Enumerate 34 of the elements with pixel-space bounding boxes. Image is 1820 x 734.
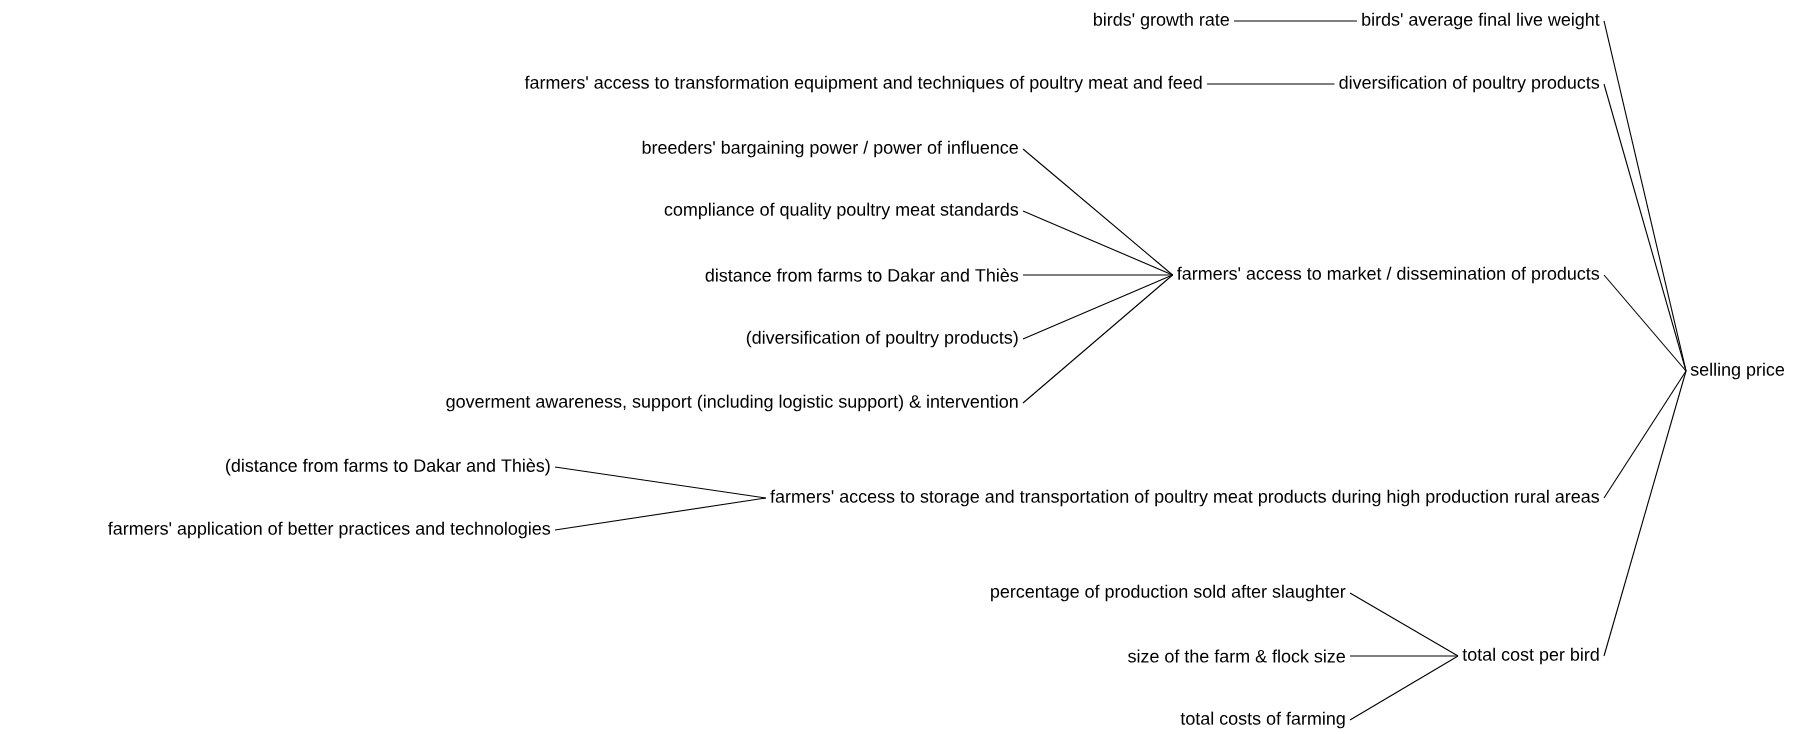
factor-label: birds' average final live weight [1362,12,1600,30]
connector-line [1603,370,1687,657]
factor-label: farmers' access to storage and transportation of poultry meat products during high production rural areas [770,489,1600,507]
factor-label: diversification of poultry products [1339,75,1600,93]
factor-label: (diversification of poultry products) [746,330,1018,348]
factor-label: farmers' application of better practices and technologies [108,521,551,539]
factor-label: distance from farms to Dakar and Thiès [705,268,1019,282]
connector-line [1603,274,1687,372]
factor-label: size of the farm & flock size [1128,649,1345,663]
connector-line [1022,274,1174,340]
connector-line [1349,655,1459,721]
factor-label: birds' growth rate [1094,12,1229,30]
connector-line [1233,20,1358,22]
connector-line [1349,592,1459,657]
connector-line [554,497,767,531]
factor-label: total costs of farming [1180,711,1345,729]
factor-label: percentage of production sold after slaughter [991,584,1346,602]
factor-label: total cost per bird [1462,647,1599,665]
connector-line [1022,210,1174,276]
factor-label: compliance of quality poultry meat standards [664,202,1019,220]
factor-label: farmers' access to transformation equipment and techniques of poultry meat and feed [524,75,1202,93]
connector-line [1206,83,1335,85]
factor-label: breeders' bargaining power / power of influence [642,140,1018,158]
connector-line [1022,148,1174,276]
factor-label: selling price [1690,362,1785,380]
connector-line [554,466,767,499]
connector-line [1022,274,1174,404]
factor-label: farmers' access to market / dissemination of products [1177,266,1600,284]
connector-line [1603,370,1687,499]
connector-line [1603,83,1687,372]
factor-label: (distance from farms to Dakar and Thiès) [226,458,550,476]
connector-line [1349,655,1459,657]
factor-label: goverment awareness, support (including logistic support) & intervention [446,394,1018,412]
connector-line [1022,274,1174,276]
